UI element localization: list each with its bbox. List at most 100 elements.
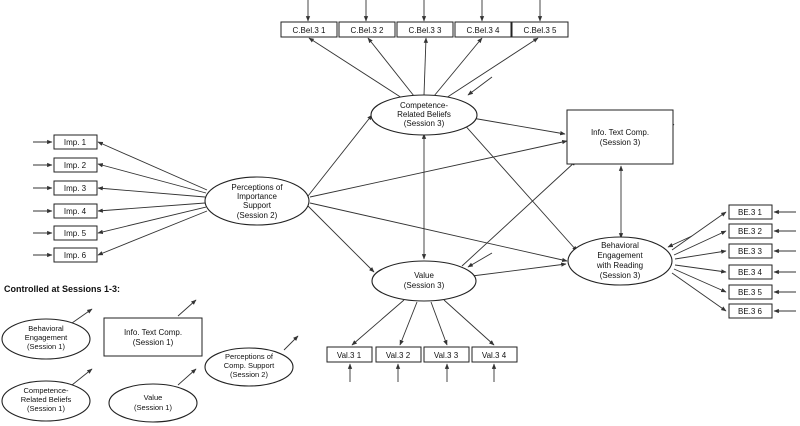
- indicator-box: C.Bel.3 4: [454, 21, 512, 38]
- loading-be-4: [674, 264, 727, 274]
- indicator-label: Imp. 4: [64, 207, 87, 216]
- loading-be-5: [673, 268, 727, 293]
- control-info-text-comp: Info. Text Comp. (Session 1): [103, 317, 203, 357]
- node-label-line: Behavioral: [28, 324, 64, 333]
- indicator-label: C.Bel.3 2: [351, 26, 384, 35]
- loading-imp-4: [97, 202, 206, 213]
- control-arrow-infotext: [177, 299, 197, 317]
- node-label-line: Info. Text Comp.: [124, 328, 182, 337]
- loading-imp-2: [97, 163, 207, 194]
- indicator-label: BE.3 2: [738, 227, 763, 236]
- indicator-label: Val.3 3: [434, 351, 459, 360]
- node-label-line: Competence-: [400, 101, 448, 110]
- control-arrow-value: [177, 368, 197, 386]
- indicator-label: Imp. 3: [64, 184, 87, 193]
- indicator-box: Val.3 3: [423, 346, 470, 363]
- node-label-line: Support: [243, 201, 272, 210]
- indicator-label: Val.3 4: [482, 351, 507, 360]
- control-value: Value (Session 1): [108, 383, 198, 423]
- indicator-label: C.Bel.3 5: [524, 26, 557, 35]
- control-arrow-behavioral: [71, 308, 93, 324]
- node-label-line: Competence-: [23, 386, 69, 395]
- loading-be-2: [673, 230, 727, 256]
- node-label-line: (Session 2): [237, 211, 278, 220]
- node-label-line: Value: [144, 393, 163, 402]
- indicator-box: C.Bel.3 2: [338, 21, 396, 38]
- indicator-box: Imp. 5: [53, 225, 98, 241]
- loading-val-2: [399, 301, 418, 346]
- control-competence-beliefs: Competence- Related Beliefs (Session 1): [1, 380, 91, 422]
- path-competence-to-behavioral: [461, 121, 578, 252]
- path-competence-to-infotext: [471, 117, 566, 136]
- node-label-line: Perceptions of: [231, 183, 283, 192]
- node-label-line: Value: [414, 271, 434, 280]
- residual-competence: [467, 76, 493, 96]
- latent-competence-beliefs: Competence- Related Beliefs (Session 3): [370, 94, 478, 136]
- path-importance-to-competence: [307, 114, 373, 197]
- loading-val-1: [351, 299, 405, 346]
- indicator-box: C.Bel.3 5: [511, 21, 569, 38]
- node-label-line: (Session 3): [404, 281, 445, 290]
- path-importance-to-behavioral: [309, 202, 568, 263]
- loading-cbel-5: [445, 37, 539, 99]
- value-indicators: Val.3 1 Val.3 2 Val.3 3 Val.3 4: [326, 346, 518, 363]
- loading-cbel-3: [423, 37, 428, 96]
- loading-imp-5: [97, 206, 207, 234]
- indicator-label: BE.3 3: [738, 247, 763, 256]
- node-label-line: (Session 1): [27, 342, 65, 351]
- path-importance-to-value: [307, 205, 375, 273]
- node-label-line: (Session 1): [133, 338, 174, 347]
- indicator-box: BE.3 2: [728, 223, 773, 239]
- loading-cbel-2: [367, 37, 415, 97]
- competence-indicators: C.Bel.3 1 C.Bel.3 2 C.Bel.3 3 C.Bel.3 4 …: [280, 21, 569, 38]
- control-behavioral-engagement: Behavioral Engagement (Session 1): [1, 318, 91, 360]
- indicator-box: BE.3 6: [728, 303, 773, 319]
- indicator-box: BE.3 4: [728, 264, 773, 280]
- indicator-label: BE.3 6: [738, 307, 763, 316]
- importance-indicators: Imp. 1 Imp. 2 Imp. 3 Imp. 4 Imp. 5 Imp. …: [53, 134, 98, 263]
- indicator-box: C.Bel.3 1: [280, 21, 338, 38]
- node-label-line: Importance: [237, 192, 278, 201]
- latent-value: Value (Session 3): [371, 260, 477, 302]
- controls-heading: Controlled at Sessions 1-3:: [4, 284, 120, 294]
- indicator-label: Val.3 1: [337, 351, 362, 360]
- node-label-line: Behavioral: [601, 241, 639, 250]
- indicator-label: BE.3 1: [738, 208, 763, 217]
- node-label-line: Comp. Support: [224, 361, 275, 370]
- indicator-box: Val.3 4: [471, 346, 518, 363]
- indicator-label: Imp. 5: [64, 229, 87, 238]
- node-label-line: Info. Text Comp.: [591, 128, 649, 137]
- node-label-line: with Reading: [596, 261, 643, 270]
- indicator-box: BE.3 1: [728, 204, 773, 220]
- indicator-label: C.Bel.3 4: [467, 26, 500, 35]
- indicator-box: Imp. 2: [53, 157, 98, 173]
- indicator-label: C.Bel.3 1: [293, 26, 326, 35]
- behavioral-indicators: BE.3 1 BE.3 2 BE.3 3 BE.3 4 BE.3 5 BE.3 …: [728, 204, 773, 319]
- indicator-box: Imp. 3: [53, 180, 98, 196]
- node-label-line: (Session 3): [600, 138, 641, 147]
- path-value-to-infotext: [461, 160, 577, 267]
- indicator-box: Imp. 4: [53, 203, 98, 219]
- observed-info-text-comp: Info. Text Comp. (Session 3): [566, 109, 674, 165]
- residual-behavioral: [667, 235, 693, 248]
- loading-val-3: [430, 301, 448, 346]
- latent-behavioral-engagement: Behavioral Engagement with Reading (Sess…: [567, 236, 673, 286]
- indicator-label: Imp. 2: [64, 161, 87, 170]
- indicator-label: BE.3 5: [738, 288, 763, 297]
- loading-imp-1: [97, 141, 208, 191]
- indicator-label: BE.3 4: [738, 268, 763, 277]
- node-label-line: Engagement: [25, 333, 68, 342]
- indicator-label: C.Bel.3 3: [409, 26, 442, 35]
- loading-imp-3: [97, 186, 206, 198]
- loading-imp-6: [97, 210, 208, 256]
- residual-value: [467, 252, 493, 268]
- latent-importance-support: Perceptions of Importance Support (Sessi…: [204, 176, 310, 226]
- node-label-line: Engagement: [597, 251, 643, 260]
- indicator-box: Imp. 6: [53, 247, 98, 263]
- node-label-line: (Session 3): [600, 271, 641, 280]
- indicator-box: Val.3 2: [375, 346, 422, 363]
- node-label-line: (Session 1): [27, 404, 65, 413]
- node-label-line: Related Beliefs: [21, 395, 72, 404]
- indicator-box: BE.3 3: [728, 243, 773, 259]
- node-label-line: (Session 1): [134, 403, 172, 412]
